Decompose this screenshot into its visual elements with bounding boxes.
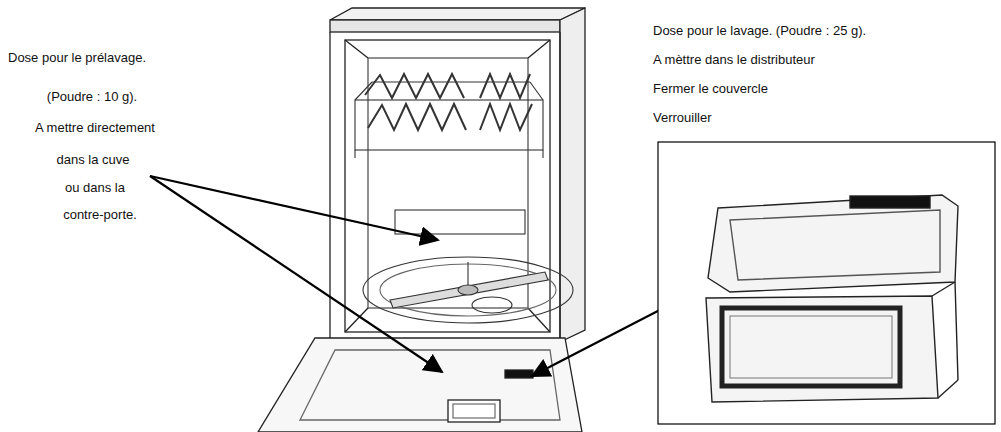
spray-arm [390,272,548,308]
annotation-text: A mèttre dans le distributeur [653,52,815,68]
lock-latch [850,196,930,208]
annotation-text: dans la cuve [57,152,130,168]
spray-pipe [467,262,468,285]
plate-rows [480,74,530,98]
lower-tub [363,210,573,323]
annotation-text: (Poudre : 10 g). [47,89,137,105]
dishwasher-body [330,8,585,342]
cabinet-edge [559,32,560,338]
rack-frame [355,82,372,100]
worktop-edge [330,20,560,32]
hinge [932,282,955,296]
plate-rows [365,74,464,98]
base-side [955,282,958,380]
dispenser-detail [706,195,958,402]
leader-arrows [150,176,712,376]
control-window [448,400,500,422]
filter [472,297,512,313]
plate-rows [480,104,532,130]
annotation-text: contre-porte. [63,207,137,223]
tub-corner [345,40,368,58]
tub-corner [528,40,550,58]
leader-arrow [150,176,438,240]
control-window-inner [453,404,495,418]
annotation-text: Fermer le couvercle [653,81,768,97]
detergent-dispenser [505,370,533,378]
tub-floor [363,257,573,323]
back-panel [395,210,525,234]
inset-frame [658,142,995,424]
rack-frame [355,100,543,150]
worktop [330,8,585,20]
plate-rows [368,104,466,130]
lid-inner [730,210,940,280]
annotation-text: ou dans la [65,180,125,196]
rack-wheel [542,150,543,158]
open-door [258,338,582,432]
base-side [938,380,958,398]
cabinet-edge [329,32,330,338]
rack-frame [530,82,543,100]
powder-cup [722,308,900,386]
dispenser-base [706,296,938,402]
door-inner [300,350,560,420]
door-panel [258,338,582,432]
annotation-text: Dose pour le prélavage. [8,50,146,66]
rack-wheel [354,150,355,158]
annotation-text: Dose pour le lavage. (Poudre : 25 g). [653,23,866,39]
upper-rack [355,74,543,158]
annotation-text: A mettre directement [35,120,155,136]
tub-opening [345,40,550,332]
annotation-text: Verrouiller [653,110,712,126]
spray-hub [458,285,478,295]
leader-arrow [150,176,442,372]
tub-back [368,58,528,308]
dispenser-lid [708,195,958,292]
powder-cup-inner [730,316,892,378]
